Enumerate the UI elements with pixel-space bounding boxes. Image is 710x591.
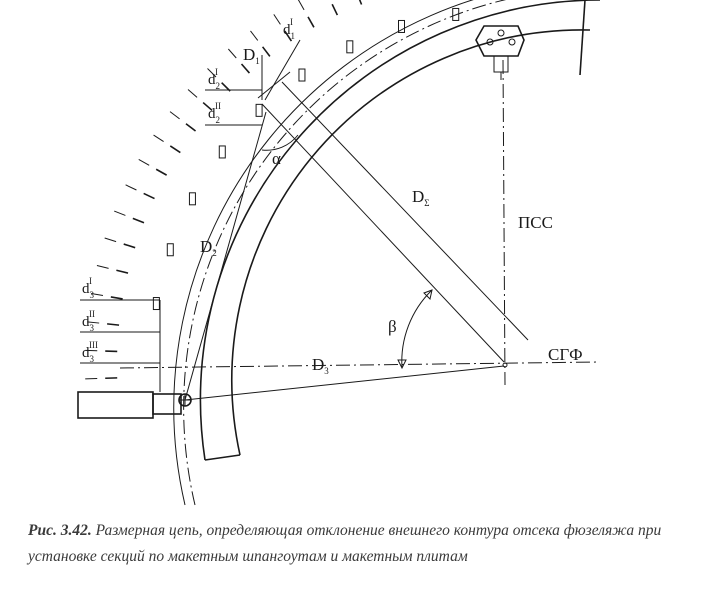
skin-tick <box>96 265 109 269</box>
label-d3: D3 <box>312 355 329 376</box>
stringer-notch <box>185 123 197 132</box>
inner-clip <box>152 297 160 311</box>
alpha-arc <box>261 134 299 151</box>
stringer-notch <box>307 16 315 28</box>
frame-outer-arc <box>199 0 601 461</box>
beta-arc <box>401 289 433 369</box>
label-d2-I: d2I <box>208 67 220 91</box>
inner-clip <box>398 19 406 33</box>
beta-arrow-2 <box>397 359 407 370</box>
stringer-notch <box>261 46 271 57</box>
label-beta: β <box>388 317 397 336</box>
frame-top-edge <box>579 0 586 76</box>
label-d3-II: d3II <box>82 309 95 333</box>
inner-clip <box>298 68 306 82</box>
leader-lines <box>80 39 301 392</box>
stringer-notch <box>155 168 168 176</box>
d2-line <box>184 111 267 401</box>
figure-number: Рис. 3.42. <box>28 522 92 539</box>
skin-tick <box>91 293 104 297</box>
skin-tick <box>138 159 150 166</box>
label-pss: ПСС <box>518 213 553 232</box>
fuselage-arcs <box>173 0 601 506</box>
frame-bottom-edge <box>204 454 241 461</box>
inner-clip <box>218 145 226 159</box>
d3-line <box>184 365 505 401</box>
stringer-notch <box>143 192 155 200</box>
center-point <box>502 362 508 368</box>
skin-tick <box>125 184 137 191</box>
d-sigma-line-2 <box>281 81 529 341</box>
skin-tick <box>104 237 117 243</box>
outer-skin-arc <box>183 0 507 506</box>
inner-clip <box>188 192 196 206</box>
label-d-sigma: DΣ <box>412 187 430 208</box>
stringer-notch <box>116 269 129 274</box>
label-d1-I: d1I <box>283 17 295 41</box>
stringer-notch <box>358 0 363 5</box>
inner-clip <box>166 243 174 257</box>
skin-tick <box>114 210 126 216</box>
figure-caption: Рис. 3.42. Размерная цепь, определяющая … <box>28 518 698 570</box>
clamp-fixture <box>77 391 192 419</box>
skin-tick <box>153 134 164 143</box>
skin-tick <box>207 68 217 78</box>
label-d2: D2 <box>200 237 217 258</box>
stringer-notch <box>107 323 120 326</box>
stringer-notch <box>169 145 181 154</box>
stringer-notch <box>110 296 123 300</box>
label-alpha: α <box>272 149 281 168</box>
d-sigma-line-1 <box>261 103 505 363</box>
outer-skin-arc-2 <box>173 0 475 506</box>
label-d3-I: d3I <box>82 276 95 300</box>
label-d3-III: d3III <box>82 340 98 364</box>
vertical-axis-line <box>502 59 506 386</box>
stringer-notch <box>132 217 145 224</box>
label-sgf: СГФ <box>548 345 583 364</box>
stringer-notch <box>331 3 339 16</box>
frame-inner-arc <box>231 29 591 456</box>
skin-tick <box>169 111 180 120</box>
skin-tick <box>87 321 100 324</box>
stringer-notch <box>123 243 136 249</box>
inner-clip <box>346 40 354 54</box>
skin-tick <box>187 89 198 98</box>
stringer-notches <box>85 0 460 380</box>
beta-arrow <box>423 289 433 300</box>
stringer-notch <box>284 30 293 42</box>
caption-text: Размерная цепь, определяющая отклонение … <box>28 522 662 565</box>
top-bracket-fixture <box>475 25 525 80</box>
inner-clip <box>452 7 460 21</box>
stringer-notch <box>240 63 251 74</box>
inner-clip <box>255 103 263 117</box>
skin-tick <box>227 48 237 59</box>
horizontal-axis-line <box>119 361 601 369</box>
skin-tick <box>273 14 281 25</box>
skin-tick <box>250 30 259 41</box>
technical-drawing: D1 D2 D3 DΣ α β ПСС СГФ d1I d2I d2II d3I… <box>77 0 601 506</box>
label-d1: D1 <box>243 45 260 66</box>
stringer-notch <box>202 101 213 112</box>
label-d2-II: d2II <box>208 101 221 125</box>
skin-tick <box>297 0 305 11</box>
